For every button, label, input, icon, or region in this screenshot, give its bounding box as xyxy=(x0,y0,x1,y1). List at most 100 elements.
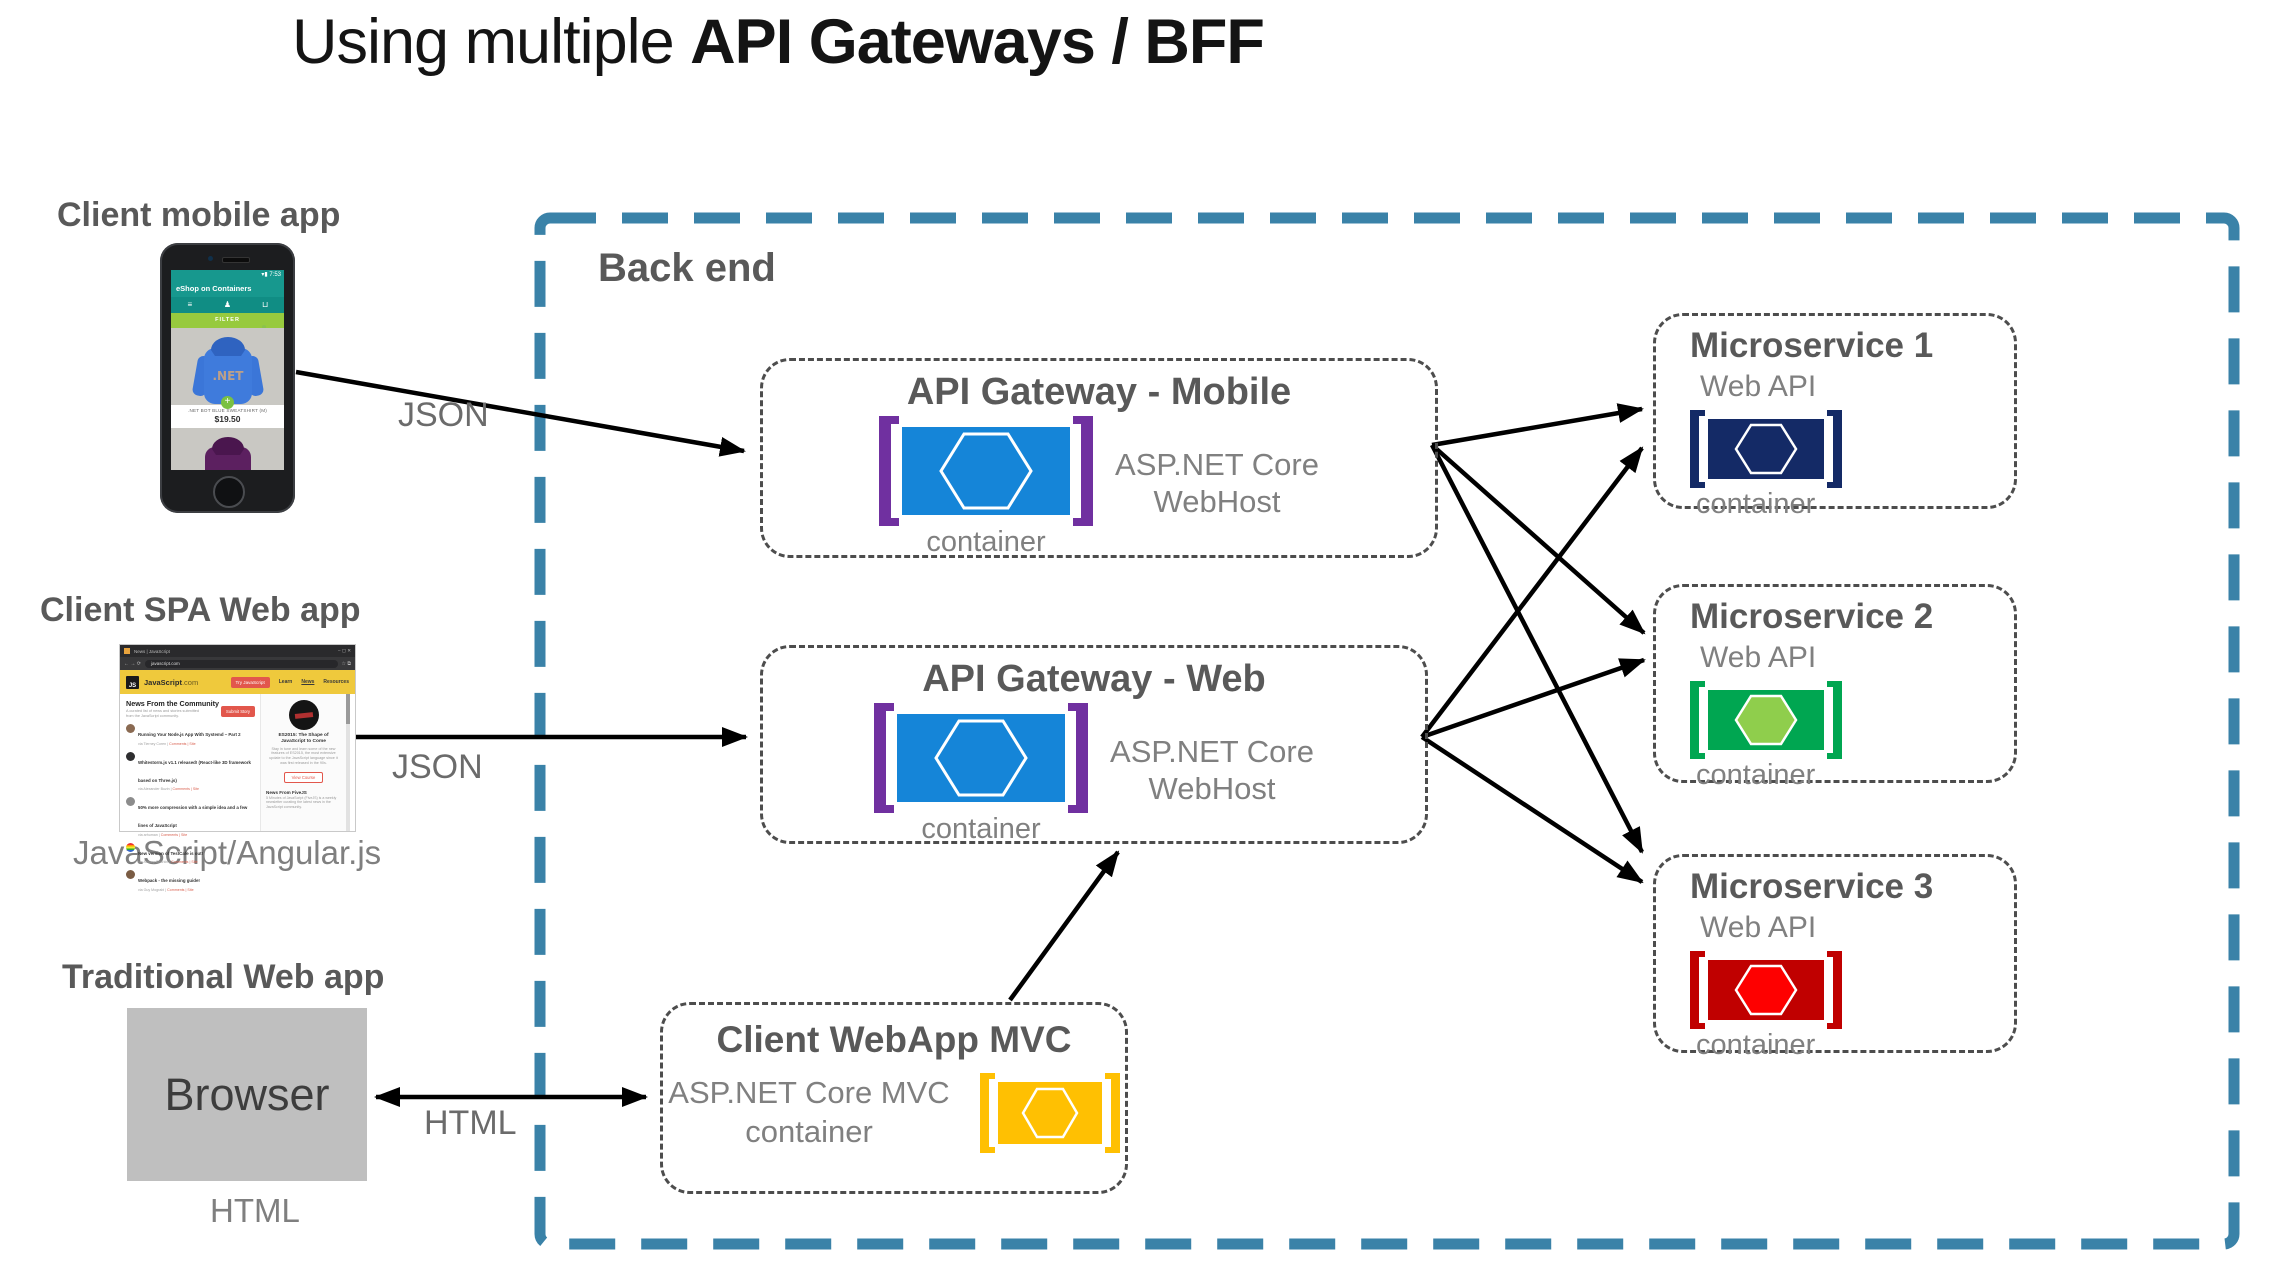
container-body xyxy=(1708,690,1824,750)
course-title: ES2015: The Shape of JavaScript to Come xyxy=(278,733,329,744)
client-mobile-phone: ▾▮ 7:53 eShop on Containers ≡ ♟ ⊔ FILTER xyxy=(160,243,295,513)
status-icons: ▾▮ xyxy=(261,272,268,278)
javascript-site-header: JS JavaScript.com Try JavaScript Learn N… xyxy=(120,670,355,694)
microservice-1-box: Microservice 1 Web API container xyxy=(1653,313,2017,520)
view-course-button: View Course xyxy=(283,771,324,783)
purple-hoodie-image xyxy=(204,437,251,470)
container-body xyxy=(897,714,1066,802)
hexagon-icon xyxy=(939,432,1033,510)
product-photo-blue: .NET xyxy=(171,328,284,405)
menu-icon: ≡ xyxy=(187,300,193,309)
api-gateway-web-content: container ASP.NET Core WebHost xyxy=(763,703,1425,846)
news-links: Comments | Site xyxy=(160,832,188,837)
client-mobile-label: Client mobile app xyxy=(57,196,341,234)
page-title-regular: Using multiple xyxy=(292,7,691,77)
cart-icon: ⊔ xyxy=(262,300,269,309)
avatar xyxy=(126,797,135,807)
backend-boundary xyxy=(534,212,2240,1250)
news-via: via arhuman xyxy=(138,832,158,837)
nav-learn: Learn xyxy=(278,679,293,685)
bracket-right-icon xyxy=(1827,951,1842,1029)
blue-hoodie-image: .NET xyxy=(192,337,263,404)
microservice-3-subtitle: Web API xyxy=(1700,911,1817,944)
tab-title: News | JavaScript xyxy=(134,648,170,654)
phone-camera-icon xyxy=(208,256,213,261)
news-meta: via Andrey Charkin | Comments | Site xyxy=(138,860,198,865)
container-icon-wrap: container xyxy=(1690,681,2014,792)
tech-line-2: container xyxy=(745,1114,873,1149)
bracket-left-icon xyxy=(1690,410,1705,488)
news-item: Running Your Node.js App With Systemd – … xyxy=(126,723,256,746)
news-headline: Whitestorm.js v1.1 released! (React-like… xyxy=(138,759,251,783)
logo-suffix: .com xyxy=(181,677,199,687)
gateway-tech-label: ASP.NET Core WebHost xyxy=(1115,446,1319,520)
container-label: container xyxy=(926,526,1046,558)
news-via: via Alexander Buzin xyxy=(138,787,170,792)
cart-badge xyxy=(262,325,266,329)
microservice-1-subtitle: Web API xyxy=(1700,370,1817,403)
news-meta: via arhuman | Comments | Site xyxy=(138,832,188,837)
microservice-2-title: Microservice 2 xyxy=(1690,597,1934,636)
html-label-arrow: HTML xyxy=(424,1104,517,1142)
spa-browser-screenshot: News | JavaScript – ▢ ✕ ← → ⟳ javascript… xyxy=(120,645,355,892)
hexagon-icon xyxy=(1734,694,1798,746)
phone-status-bar: ▾▮ 7:53 xyxy=(171,270,284,280)
tech-line-1: ASP.NET Core MVC xyxy=(668,1075,950,1111)
microservice-3-box: Microservice 3 Web API container xyxy=(1653,854,2017,1061)
news-links: Comments | Site xyxy=(171,860,198,865)
news-links: Comments | Site xyxy=(169,741,196,746)
arrow-gwweb-ms1 xyxy=(1420,446,1644,739)
status-time: 7:53 xyxy=(269,272,281,278)
news-subheading: A curated list of news and stories submi… xyxy=(126,709,200,718)
container-icon-wrap: container xyxy=(1690,410,2014,521)
news-links: Comments | Site xyxy=(167,887,194,892)
product-price: $19.50 xyxy=(214,414,241,424)
js-logo-icon: JS xyxy=(126,675,139,689)
submit-story-button: Submit Story xyxy=(221,706,255,717)
bracket-right-icon xyxy=(1827,681,1842,759)
news-item: New version of TestCafe is out! via Andr… xyxy=(126,842,256,865)
arrow-mobile-to-gateway xyxy=(295,369,746,457)
container-icon-wrap: container xyxy=(874,703,1089,846)
container-body xyxy=(1708,960,1824,1020)
docker-container-icon xyxy=(874,703,1089,813)
filter-button: FILTER xyxy=(171,313,284,328)
tab-favicon xyxy=(124,648,130,654)
tech-line-2: WebHost xyxy=(1148,771,1276,807)
scrollbar xyxy=(346,694,350,831)
browser-html-caption: HTML xyxy=(210,1192,300,1229)
hexagon-icon xyxy=(1021,1087,1079,1139)
bracket-right-icon xyxy=(1073,416,1094,526)
client-webapp-mvc-content: ASP.NET Core MVC container xyxy=(663,1073,1125,1153)
person-icon: ♟ xyxy=(223,300,232,309)
arrow-gwweb-ms3 xyxy=(1420,735,1644,884)
news-heading: News From the Community xyxy=(126,699,220,708)
bracket-left-icon xyxy=(979,1073,995,1153)
favorites-icon: ☆ ⧉ xyxy=(341,660,351,667)
course-logo-icon xyxy=(288,700,319,730)
try-javascript-button: Try JavaScript xyxy=(230,676,270,688)
avatar xyxy=(126,870,135,880)
news-via: via Tierney Coren xyxy=(138,741,167,746)
docker-container-icon xyxy=(1690,951,1842,1029)
fivejs-description: 5 Minutes of JavaScript (FiveJS) is a we… xyxy=(266,795,337,810)
news-headline: Running Your Node.js App With Systemd – … xyxy=(138,732,241,738)
bracket-left-icon xyxy=(1690,951,1705,1029)
page-title-bold: API Gateways / BFF xyxy=(690,7,1265,77)
news-column: News From the Community A curated list o… xyxy=(120,694,260,892)
hexagon-icon xyxy=(1734,423,1798,475)
client-spa-label: Client SPA Web app xyxy=(40,591,361,629)
traditional-web-label: Traditional Web app xyxy=(62,958,385,996)
microservice-2-subtitle: Web API xyxy=(1700,641,1817,674)
api-gateway-mobile-box: API Gateway - Mobile container xyxy=(760,358,1438,558)
container-label: container xyxy=(1696,1029,1816,1061)
container-label: container xyxy=(1696,759,1816,791)
gateway-tech-label: ASP.NET Core WebHost xyxy=(1110,733,1314,807)
api-gateway-mobile-content: container ASP.NET Core WebHost xyxy=(763,416,1435,559)
hexagon-icon xyxy=(1734,964,1798,1016)
svg-text:.NET: .NET xyxy=(212,369,244,383)
nav-arrows-icon: ← → ⟳ xyxy=(124,660,141,667)
api-gateway-mobile-title: API Gateway - Mobile xyxy=(906,371,1292,413)
docker-container-icon xyxy=(1690,410,1842,488)
browser-address-bar: ← → ⟳ javascript.com ☆ ⧉ xyxy=(120,657,355,670)
